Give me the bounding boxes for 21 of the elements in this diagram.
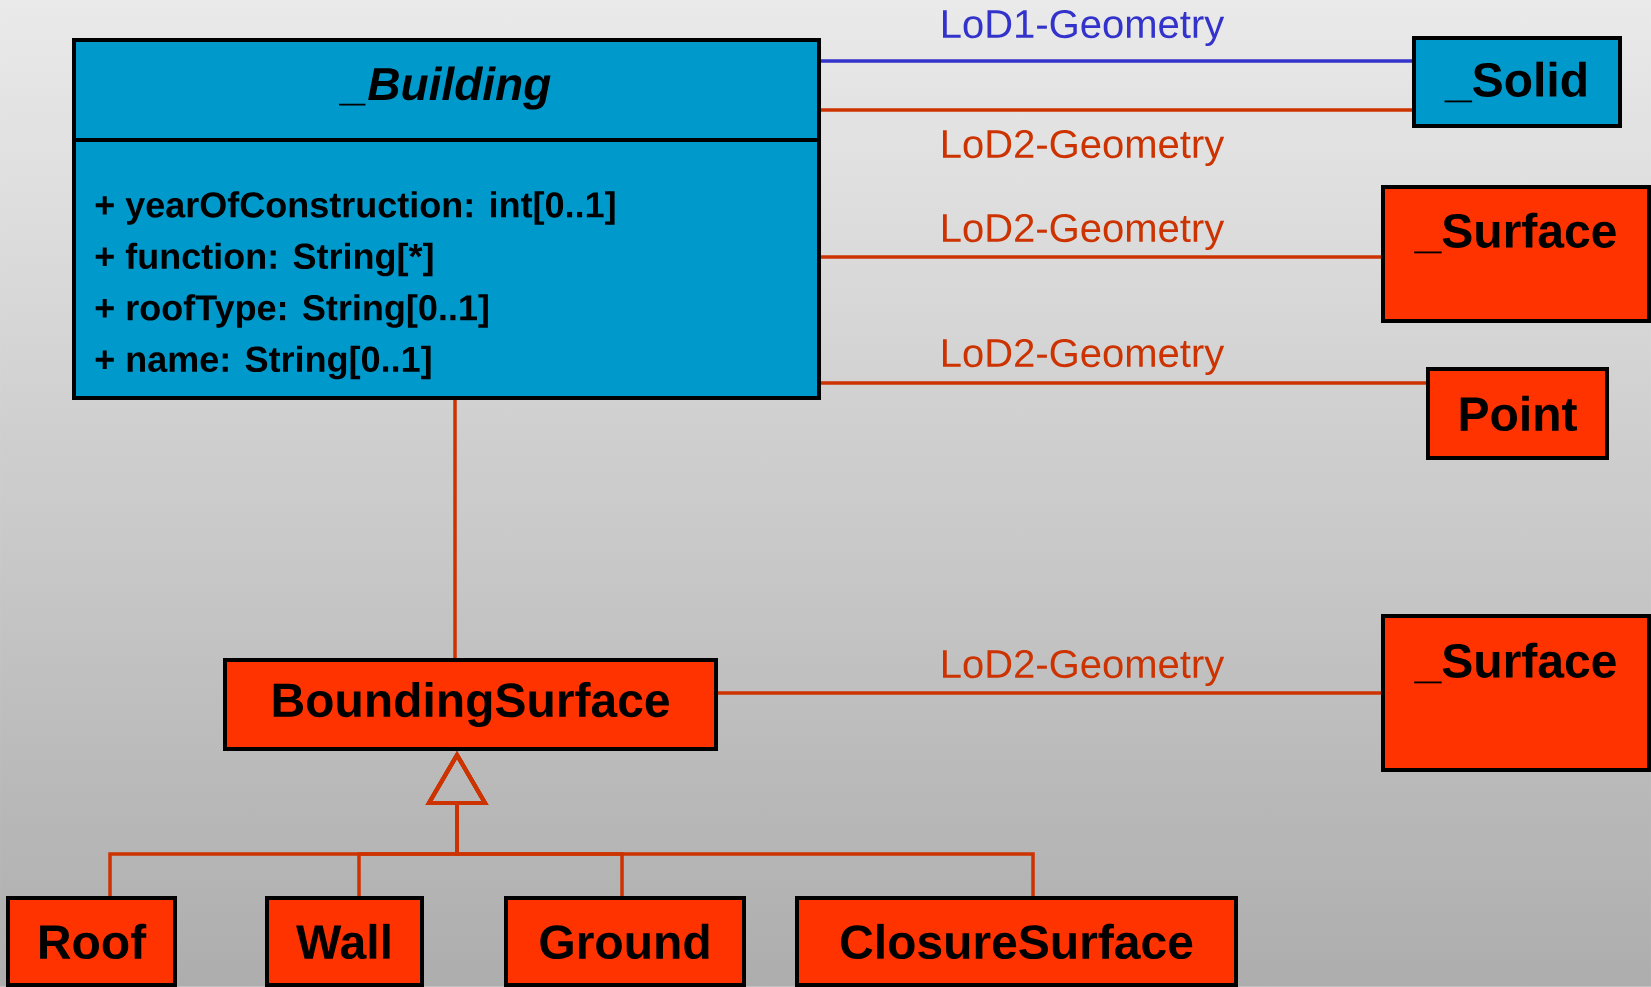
connector-line	[453, 400, 457, 658]
class-box: _Surface	[1381, 185, 1651, 323]
class-box: Wall	[265, 896, 424, 987]
class-box: _Surface	[1381, 614, 1651, 772]
edge-label: LoD2-Geometry	[943, 213, 1225, 251]
class-box: Roof	[6, 896, 177, 987]
connector-line	[821, 255, 1381, 259]
class-box: BoundingSurface	[223, 658, 718, 751]
class-box: Ground	[504, 896, 746, 987]
connector-line	[821, 108, 1412, 112]
class-box: _Solid	[1412, 36, 1622, 128]
class-box: ClosureSurface	[795, 896, 1238, 987]
edge-label: LoD2-Geometry	[943, 129, 1225, 167]
edge-label: LoD2-Geometry	[943, 338, 1225, 376]
edge-label: LoD1-Geometry	[943, 9, 1225, 47]
connector-line	[821, 381, 1426, 385]
connector-line	[821, 59, 1412, 63]
class-box: Point	[1426, 367, 1609, 460]
connector-line	[718, 691, 1381, 695]
edge-label: LoD2-Geometry	[943, 649, 1225, 687]
class-box: _Building + yearOfConstruction: int[0..1] + function: String[*] + roofType: String[0..1] + name: String[0..1]	[72, 38, 821, 400]
